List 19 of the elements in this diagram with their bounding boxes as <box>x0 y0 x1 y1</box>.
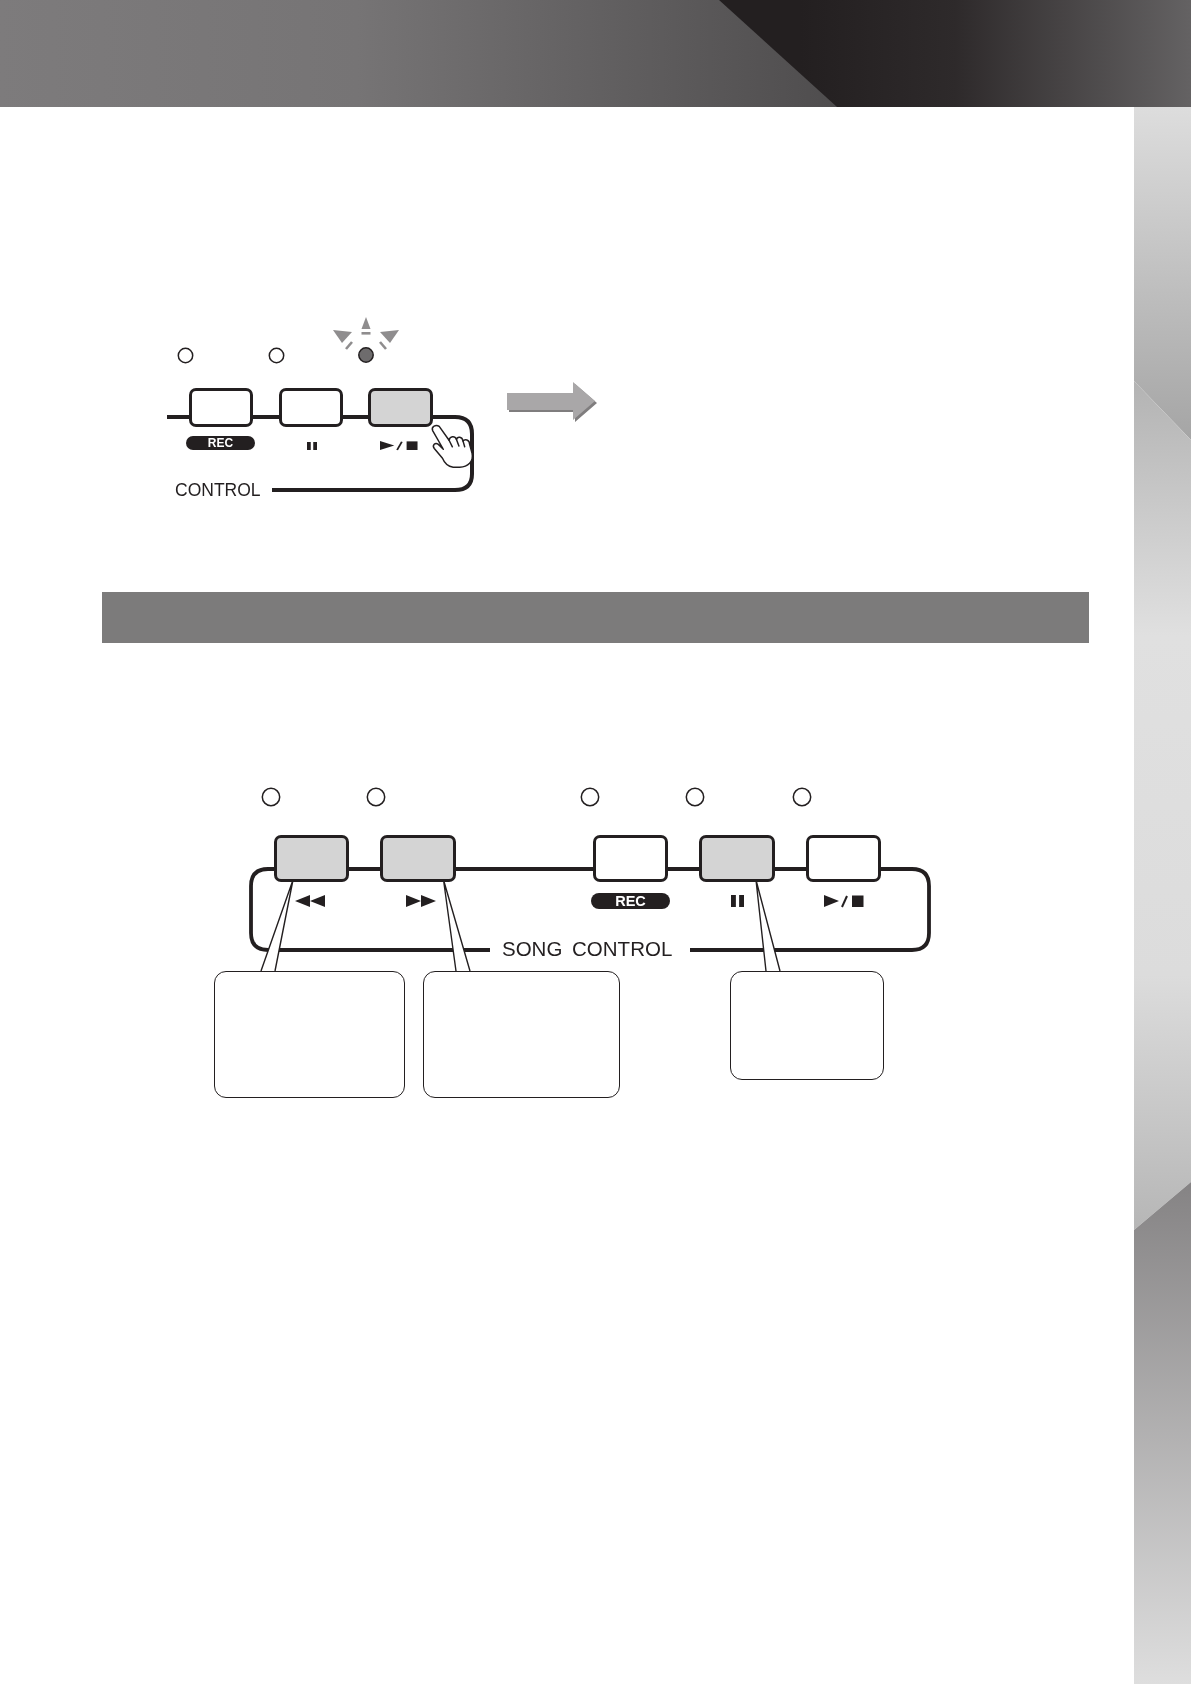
panel-button <box>699 835 775 882</box>
function-badge: REC <box>591 893 670 909</box>
panel-section-label: SONG CONTROL <box>502 939 673 960</box>
callout-box <box>730 971 884 1080</box>
panel-button <box>189 388 253 427</box>
leader-line <box>442 879 471 972</box>
callout-box <box>423 971 620 1098</box>
section-heading-bar <box>102 592 1089 643</box>
leader-line <box>260 879 294 972</box>
function-badge: REC <box>186 436 255 450</box>
panel-button <box>368 388 433 427</box>
callout-box <box>214 971 405 1098</box>
panel-button <box>274 835 349 882</box>
panel-button <box>593 835 668 882</box>
panel-button <box>806 835 881 882</box>
leader-line <box>755 879 781 972</box>
panel-section-label: CONTROL <box>175 482 261 500</box>
panel-button <box>380 835 456 882</box>
panel-button <box>279 388 343 427</box>
